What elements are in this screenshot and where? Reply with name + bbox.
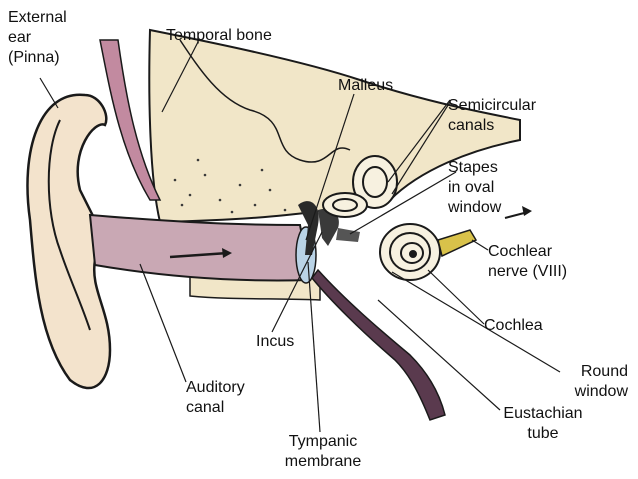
pinna-helix	[47, 119, 91, 331]
label-semicircular-canals: Semicircular canals	[448, 96, 536, 136]
label-semicircular-canals-line-2: canals	[448, 117, 495, 134]
incus-shape	[318, 208, 339, 246]
label-cochlea: Cochlea	[484, 316, 543, 336]
label-semicircular-canals-line-1: Semicircular	[448, 97, 537, 114]
label-stapes: Stapes in oval window	[448, 158, 501, 218]
label-eustachian-tube: Eustachian tube	[488, 404, 598, 444]
label-temporal-bone-line-1: Temporal bone	[166, 27, 272, 44]
label-cochlear-nerve-line-1: Cochlear	[488, 243, 553, 260]
label-tympanic-membrane: Tympanic membrane	[268, 432, 378, 472]
label-round-window-line-1: Round	[580, 363, 628, 380]
label-stapes-line-2: in oval	[448, 179, 495, 196]
label-stapes-line-1: Stapes	[448, 159, 498, 176]
cochlear-nerve-shape	[437, 229, 478, 258]
label-stapes-line-3: window	[448, 199, 502, 216]
label-malleus-line-1: Malleus	[338, 77, 394, 94]
label-eustachian-tube-line-2: tube	[527, 425, 559, 442]
label-external-ear-line-3: (Pinna)	[8, 49, 60, 66]
label-tympanic-membrane-line-1: Tympanic	[288, 433, 358, 450]
malleus-shape	[298, 201, 319, 255]
label-temporal-bone: Temporal bone	[166, 26, 272, 46]
auditory-canal	[88, 213, 312, 282]
label-eustachian-tube-line-1: Eustachian	[503, 405, 583, 422]
nerve-arrowhead	[522, 206, 532, 216]
temporal-bone	[148, 28, 521, 224]
label-tympanic-membrane-line-2: membrane	[284, 453, 362, 470]
label-external-ear-line-2: ear	[8, 29, 32, 46]
canal-arrowhead	[222, 248, 232, 258]
label-round-window: Round window	[548, 362, 628, 402]
label-malleus: Malleus	[338, 76, 393, 96]
eustachian-tube-shape	[311, 268, 446, 421]
semicircular-canals-shape	[322, 155, 398, 218]
temporal-muscle	[99, 39, 162, 201]
cochlea-shape	[379, 223, 441, 281]
canal-arrow	[169, 251, 229, 259]
leader-lines	[39, 41, 561, 433]
label-cochlea-line-1: Cochlea	[484, 317, 543, 334]
label-cochlear-nerve: Cochlear nerve (VIII)	[488, 242, 567, 282]
label-round-window-line-2: window	[574, 383, 628, 400]
label-auditory-canal-line-2: canal	[186, 399, 225, 416]
label-external-ear: External ear (Pinna)	[8, 8, 67, 68]
label-incus-line-1: Incus	[256, 333, 295, 350]
label-external-ear-line-1: External	[8, 9, 67, 26]
label-auditory-canal: Auditory canal	[186, 378, 245, 418]
label-auditory-canal-line-1: Auditory	[186, 379, 245, 396]
brain-contour	[179, 39, 351, 163]
label-incus: Incus	[256, 332, 294, 352]
label-cochlear-nerve-line-2: nerve (VIII)	[488, 263, 568, 280]
